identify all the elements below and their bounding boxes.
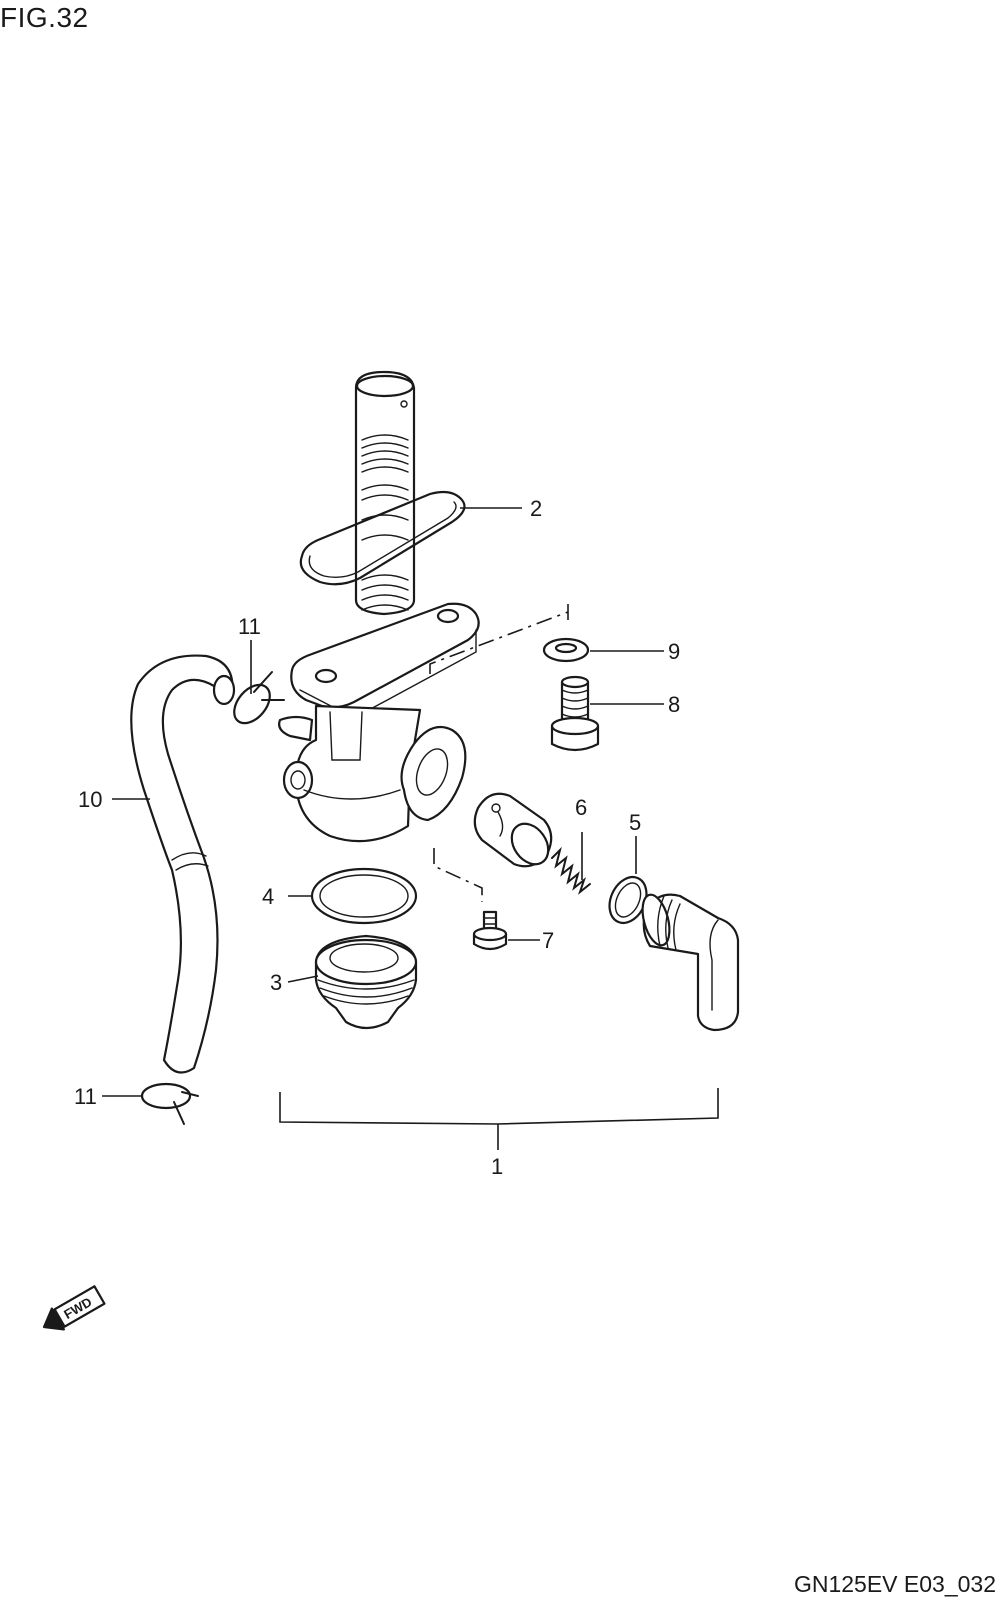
callout-1: 1: [491, 1154, 503, 1179]
fuel-hose: [130, 654, 236, 1074]
gasket-ring: [299, 490, 466, 586]
fuel-strainer: [354, 370, 416, 616]
mounting-flange: [290, 602, 480, 719]
fuel-cock-lever: [641, 893, 740, 1032]
assembly-line-lower: [433, 848, 483, 902]
callout-11-lower: 11: [74, 1084, 97, 1109]
sediment-cup: [314, 934, 418, 1030]
callout-3: 3: [270, 970, 282, 995]
valve-spool: [473, 792, 553, 868]
bolt: [550, 675, 600, 752]
callout-7: 7: [542, 928, 554, 953]
fwd-arrow-icon: FWD: [42, 1285, 106, 1331]
callout-5: 5: [629, 810, 641, 835]
assembly-line-upper: [429, 611, 569, 674]
fuel-cock-body: [278, 704, 467, 843]
callout-4: 4: [262, 884, 274, 909]
cup-gasket: [310, 867, 418, 925]
hose-clip-upper: [233, 671, 285, 725]
leader-line-3: [287, 975, 319, 983]
spring: [551, 846, 591, 895]
drawing-id: GN125EV E03_032: [793, 1571, 996, 1597]
assembly-bracket-1: [279, 1088, 719, 1125]
figure-title: FIG.32: [0, 2, 89, 33]
callout-11-upper: 11: [238, 614, 261, 639]
callout-8: 8: [668, 692, 680, 717]
screw: [472, 910, 508, 951]
callout-10: 10: [78, 787, 102, 812]
hose-clip-lower: [140, 1082, 199, 1125]
callout-9: 9: [668, 639, 680, 664]
washer: [542, 637, 590, 663]
callout-6: 6: [575, 795, 587, 820]
callout-2: 2: [530, 496, 542, 521]
